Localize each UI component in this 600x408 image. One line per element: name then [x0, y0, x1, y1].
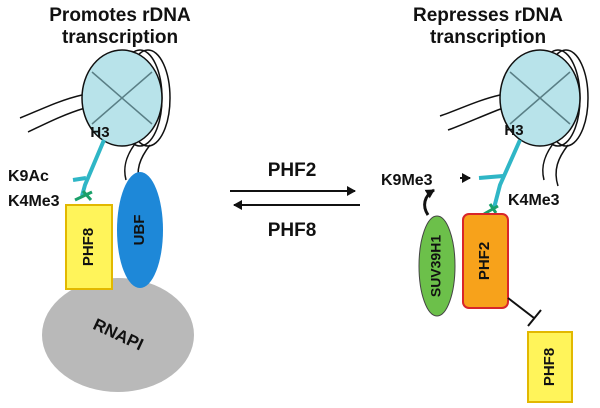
left-k4-mark	[74, 190, 93, 202]
right-histone-tail	[492, 139, 522, 209]
left-title-line1: Promotes rDNA	[49, 5, 191, 26]
right-phf8-label: PHF8	[541, 348, 558, 386]
right-title-line2: transcription	[430, 27, 546, 48]
right-panel: Represses rDNA transcription H3 K9Me3 K4…	[381, 5, 589, 403]
left-nucleosome	[81, 49, 171, 147]
right-suv39h1-label: SUV39H1	[428, 235, 444, 297]
methylation-arrow	[423, 188, 435, 216]
center-equilibrium: PHF2 PHF8	[230, 160, 360, 241]
left-phf8-label: PHF8	[80, 228, 97, 266]
right-mark-k4: K4Me3	[508, 192, 560, 209]
left-ubf-label: UBF	[131, 215, 148, 246]
left-mark-k9: K9Ac	[8, 168, 49, 185]
left-histone-tail	[80, 139, 106, 197]
right-histone-label: H3	[504, 122, 523, 139]
left-histone-label: H3	[90, 124, 109, 141]
right-mark-k9: K9Me3	[381, 172, 433, 189]
forward-enzyme-label: PHF2	[268, 160, 317, 181]
left-ubf	[117, 172, 163, 288]
right-phf8-box	[527, 331, 573, 403]
right-title-line1: Represses rDNA	[413, 5, 563, 26]
right-phf2-label: PHF2	[476, 242, 493, 280]
left-title-line2: transcription	[62, 27, 178, 48]
right-k9-mark	[478, 174, 504, 180]
inhibition-line	[507, 297, 542, 327]
right-phf2-box	[462, 213, 509, 309]
left-k9-mark	[72, 176, 87, 182]
left-phf8-box	[65, 204, 113, 290]
left-rnapi	[42, 278, 194, 392]
right-k4-mark	[483, 203, 499, 216]
right-suv39h1	[418, 215, 456, 317]
left-panel: Promotes rDNA transcription H3 K9Ac K4Me…	[8, 5, 194, 392]
left-mark-k4: K4Me3	[8, 193, 60, 210]
reverse-enzyme-label: PHF8	[268, 220, 317, 241]
right-nucleosome	[499, 49, 589, 147]
